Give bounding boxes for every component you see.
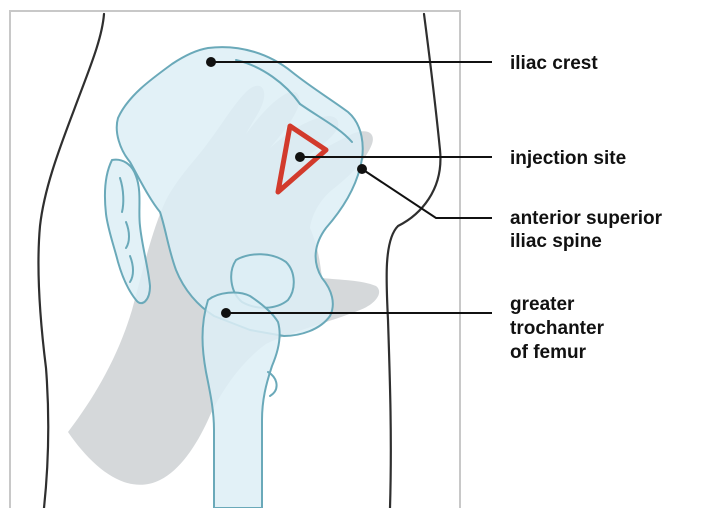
label-iliac-crest: iliac crest xyxy=(510,53,598,74)
label-asis-line2: iliac spine xyxy=(510,231,602,252)
label-trochanter-line1: greater xyxy=(510,294,575,315)
label-injection-site: injection site xyxy=(510,148,626,169)
label-trochanter-line2: trochanter xyxy=(510,318,605,339)
label-trochanter-line3: of femur xyxy=(510,342,587,363)
label-asis-line1: anterior superior xyxy=(510,208,663,229)
